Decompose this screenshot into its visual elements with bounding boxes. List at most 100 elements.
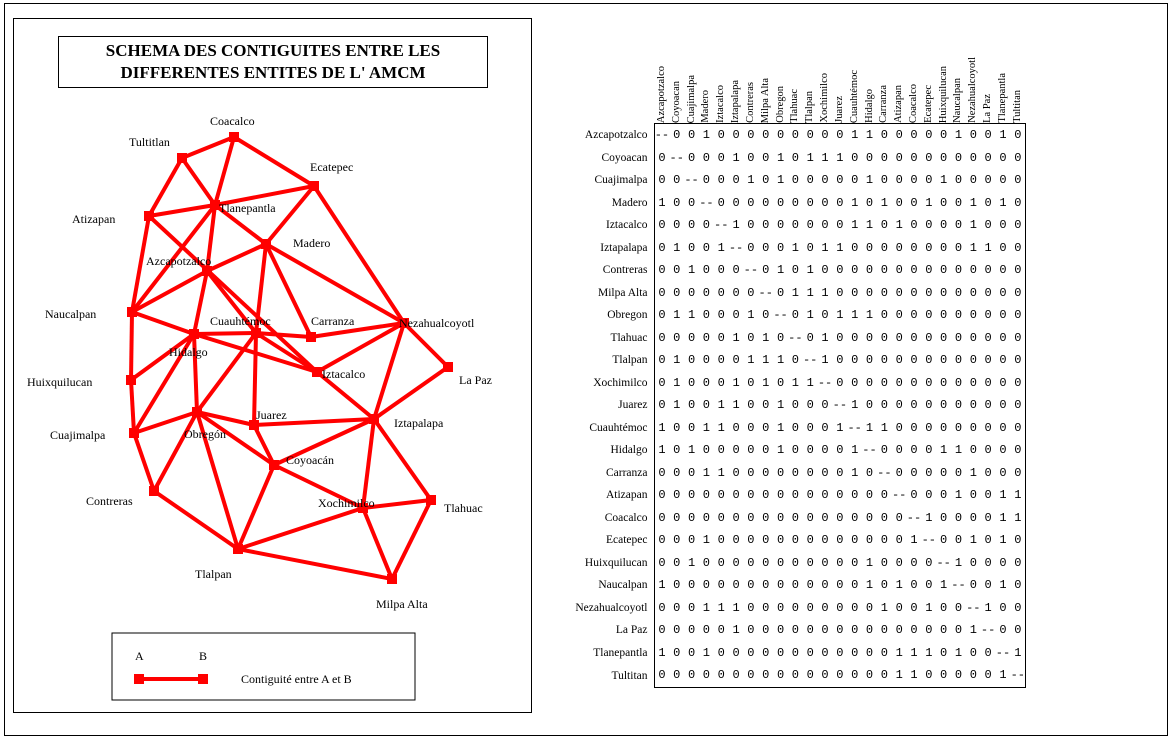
matrix-cell: 0 — [954, 353, 963, 368]
matrix-cell: 1 — [776, 263, 785, 278]
row-header: Xochimilco — [593, 376, 648, 389]
matrix-cell: 0 — [806, 555, 814, 570]
row-header: Coacalco — [604, 511, 648, 524]
matrix-cell: 0 — [762, 420, 770, 435]
matrix-cell: 0 — [940, 195, 948, 210]
matrix-cell: 0 — [891, 123, 907, 147]
column-header: Contreras — [743, 35, 758, 124]
matrix-cell: 0 — [791, 645, 799, 660]
row-header: Madero — [611, 196, 648, 209]
matrix-cell: 0 — [702, 623, 710, 638]
node-2 — [269, 460, 279, 470]
matrix-cell: 0 — [880, 240, 888, 255]
edge-4-13 — [254, 331, 319, 374]
node-15 — [189, 329, 199, 339]
matrix-cell: 0 — [954, 600, 963, 615]
matrix-cell: 0 — [984, 555, 992, 570]
matrix-cell: 0 — [821, 443, 829, 458]
matrix-cell: 1 — [851, 443, 859, 458]
matrix-cell: 1 — [806, 375, 814, 390]
edge-14-20 — [131, 310, 195, 336]
node-label-20: Huixquilucan — [27, 375, 92, 389]
matrix-cell: 0 — [910, 150, 918, 165]
matrix-cell: 0 — [758, 664, 774, 688]
matrix-cell: 1 — [702, 600, 710, 615]
matrix-cell: 1 — [717, 398, 725, 413]
matrix-cell: 0 — [687, 623, 696, 638]
matrix-cell: 1 — [851, 398, 859, 413]
matrix-cell: -- — [653, 123, 670, 147]
matrix-cell: 0 — [713, 664, 729, 688]
matrix-cell: 0 — [728, 664, 744, 688]
edge-3-15 — [264, 243, 313, 338]
matrix-cell: 0 — [717, 308, 725, 323]
matrix-cell: 0 — [717, 488, 725, 503]
matrix-cell: 0 — [653, 281, 670, 304]
matrix-cell: 0 — [940, 218, 948, 233]
matrix-cell: 0 — [776, 533, 785, 548]
matrix-cell: 0 — [806, 443, 814, 458]
matrix-cell: 0 — [806, 645, 814, 660]
matrix-cell: 1 — [836, 240, 844, 255]
matrix-cell: -- — [714, 218, 729, 233]
column-header: Ecatepec — [921, 35, 936, 124]
edge-5-9 — [372, 417, 433, 502]
matrix-cell: 0 — [1010, 259, 1027, 282]
node-18 — [229, 132, 239, 142]
row-header: Hidalgo — [610, 444, 648, 457]
matrix-cell: -- — [951, 578, 966, 593]
matrix-cell: 1 — [891, 664, 907, 688]
matrix-cell: 0 — [984, 195, 992, 210]
matrix-cell: 0 — [747, 533, 755, 548]
matrix-cell: 0 — [880, 533, 888, 548]
column-header-label: Tlahuac — [789, 89, 801, 123]
edge-8-12 — [196, 410, 255, 427]
matrix-cell: 0 — [895, 420, 903, 435]
matrix-cell: 0 — [791, 263, 799, 278]
matrix-cell: 0 — [910, 578, 918, 593]
matrix-cell: 0 — [940, 465, 948, 480]
matrix-cell: 0 — [817, 664, 833, 688]
edge-0-3 — [206, 242, 267, 273]
matrix-cell: 1 — [906, 664, 922, 688]
matrix-cell: 0 — [702, 398, 710, 413]
matrix-cell: 0 — [954, 240, 963, 255]
matrix-cell: 0 — [836, 600, 844, 615]
column-header-label: Milpa Alta — [759, 77, 771, 123]
matrix-cell: 0 — [758, 123, 774, 147]
matrix-cell: 0 — [747, 623, 755, 638]
matrix-cell: 0 — [895, 555, 903, 570]
matrix-cell: 0 — [1010, 596, 1027, 619]
matrix-cell: 0 — [865, 465, 874, 480]
node-11 — [233, 544, 243, 554]
matrix-cell: 1 — [732, 330, 740, 345]
column-header-label: Tlanepantla — [996, 73, 1008, 123]
matrix-cell: 0 — [747, 375, 755, 390]
matrix-cell: 0 — [836, 533, 844, 548]
matrix-cell: 0 — [895, 353, 903, 368]
edge-4-5 — [315, 370, 376, 421]
matrix-cell: 0 — [673, 555, 681, 570]
matrix-cell: 0 — [836, 263, 844, 278]
matrix-cell: 0 — [895, 263, 903, 278]
matrix-cell: 1 — [791, 375, 799, 390]
matrix-cell: 0 — [836, 375, 844, 390]
matrix-cell: 0 — [984, 443, 992, 458]
matrix-cell: 0 — [895, 600, 903, 615]
matrix-cell: 1 — [821, 285, 829, 300]
matrix-cell: 1 — [702, 420, 710, 435]
matrix-cell: 0 — [673, 465, 681, 480]
edge-0-13 — [205, 269, 258, 335]
matrix-cell: 0 — [999, 263, 1007, 278]
matrix-cell: 0 — [1010, 281, 1027, 304]
matrix-cell: 0 — [1010, 169, 1027, 192]
node-label-5: Iztacalco — [322, 367, 365, 381]
matrix-cell: 0 — [999, 465, 1007, 480]
matrix-cell: 0 — [847, 664, 863, 688]
matrix-cell: -- — [758, 285, 773, 300]
matrix-cell: 1 — [925, 645, 933, 660]
node-label-21: Naucalpan — [45, 307, 96, 321]
